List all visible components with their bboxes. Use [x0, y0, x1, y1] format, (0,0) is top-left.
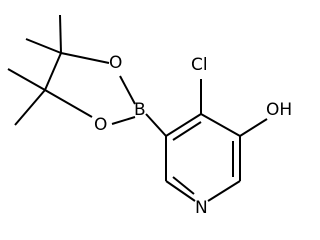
bond-methyl-upper-left: [25, 38, 62, 54]
bond-oxygen-lower-to-boron: [111, 116, 136, 125]
pinacol-ester-bonds: [7, 14, 167, 137]
hydroxyl-label: OH: [266, 100, 292, 120]
bond-boron-to-ring: [145, 113, 167, 137]
bond-ring-n-c6-inner: [172, 176, 195, 195]
boron-label: B: [134, 100, 146, 120]
nitrogen-label: N: [195, 198, 208, 218]
chlorine-label: Cl: [191, 55, 208, 75]
bond-ring-c2-n: [207, 180, 241, 202]
bond-ring-to-hydroxyl: [239, 118, 268, 137]
bond-quaternary-carbons: [44, 52, 62, 91]
bond-ring-c5-c4: [165, 113, 202, 137]
oxygen-label-lower: O: [94, 115, 107, 135]
bond-methyl-lower-left: [7, 68, 46, 91]
bond-oxygen-upper-to-boron: [119, 75, 136, 105]
substituent-bonds: [200, 79, 268, 137]
bond-ring-n-c6: [165, 180, 196, 202]
bond-methyl-lower: [14, 89, 46, 126]
chemical-structure-diagram: O O B Cl OH N: [7, 14, 292, 218]
pyridine-ring-bonds: [165, 113, 241, 202]
bond-ring-c5-c4-inner: [172, 121, 202, 141]
bond-ring-c4-c3: [200, 113, 241, 137]
bond-carbon-to-oxygen-lower: [44, 89, 93, 118]
bond-methyl-upper-right: [59, 14, 62, 54]
bond-carbon-to-oxygen-upper: [60, 52, 110, 64]
oxygen-label-upper: O: [109, 53, 122, 73]
atom-labels: O O B Cl OH N: [94, 53, 292, 218]
